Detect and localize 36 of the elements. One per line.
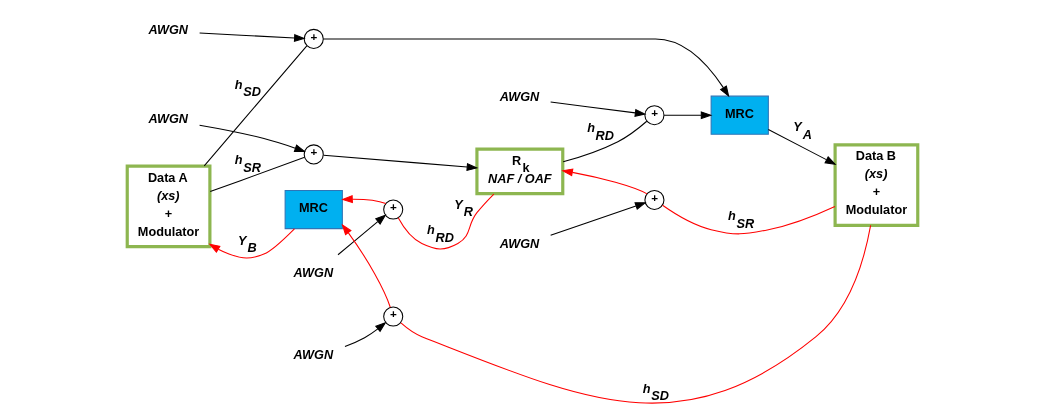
connector: [661, 204, 835, 235]
node-circle: +: [643, 105, 664, 126]
connector: [209, 156, 305, 193]
node-text: AWGN: [147, 111, 188, 127]
node-box: Data B (xs) + Modulator: [833, 143, 919, 227]
connector: [397, 193, 494, 250]
arrow: [341, 223, 391, 308]
arrow: [560, 168, 648, 195]
node-box: MRC: [284, 189, 343, 230]
arrow: [198, 32, 306, 43]
arrow: [340, 195, 386, 205]
connector: [562, 120, 647, 163]
node-text: AWGN: [499, 236, 539, 252]
arrow: [549, 202, 647, 236]
arrow: [337, 214, 386, 256]
node-text: AWGN: [147, 22, 188, 38]
arrow: [663, 111, 712, 120]
arrow: [549, 101, 646, 117]
node-circle: +: [382, 199, 403, 220]
node-text: AWGN: [499, 89, 539, 105]
node-circle: +: [643, 189, 664, 211]
arrow: [767, 129, 836, 165]
arrow: [198, 124, 306, 152]
node-text: AWGN: [293, 264, 333, 280]
node-text: AWGN: [293, 346, 333, 362]
arrow: [322, 154, 478, 172]
node-box: Data A (xs) + Modulator: [125, 164, 211, 249]
node-circle: +: [303, 144, 324, 165]
arrow: [343, 321, 387, 348]
node-circle: +: [303, 28, 324, 49]
node-circle: +: [382, 306, 403, 327]
arrow: [322, 38, 729, 98]
node-box: MRC: [710, 95, 769, 135]
arrow: [208, 228, 295, 259]
connector: [203, 45, 307, 167]
connector: [399, 224, 871, 404]
